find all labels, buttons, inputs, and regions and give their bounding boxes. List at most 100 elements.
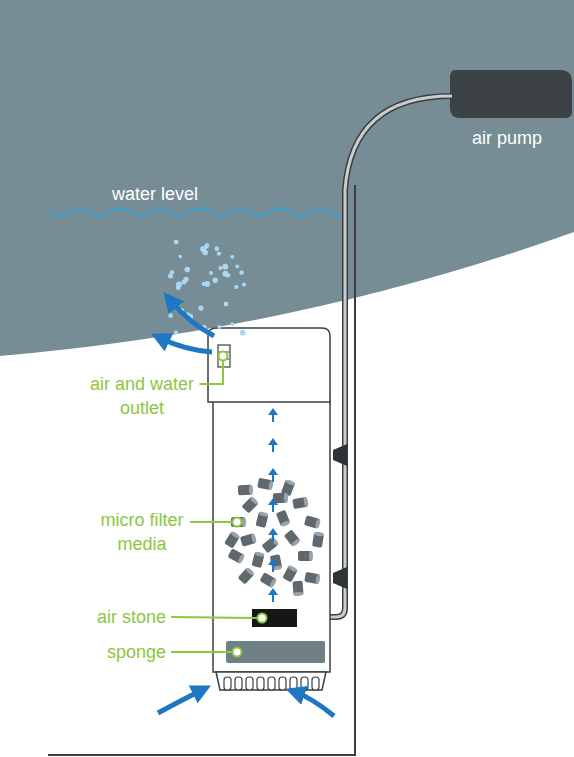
bubble xyxy=(239,270,244,275)
media-pellet xyxy=(240,533,257,547)
bubble xyxy=(217,252,221,256)
pellet-end xyxy=(280,520,291,527)
flow-arrow-head xyxy=(268,438,278,445)
pellet-body xyxy=(238,485,252,495)
pellet-body xyxy=(251,552,264,568)
pellet-body xyxy=(292,497,308,509)
callout-label: micro filter media xyxy=(99,508,185,556)
suction-cup xyxy=(333,567,347,589)
leader-lines xyxy=(171,352,267,657)
media-pellet xyxy=(304,515,321,529)
bubble xyxy=(234,285,238,289)
media-pellet xyxy=(292,497,309,509)
base-grill xyxy=(224,677,319,690)
bubble xyxy=(230,322,234,326)
bubble xyxy=(168,273,173,278)
bubble xyxy=(222,264,228,270)
bubble xyxy=(213,277,218,282)
pellet-body xyxy=(238,567,255,584)
pellet-body xyxy=(231,517,245,527)
grill-slot xyxy=(246,677,253,690)
bubble xyxy=(184,277,189,282)
media-pellet xyxy=(231,517,246,527)
leader-dot xyxy=(258,614,267,623)
pellet-body xyxy=(227,548,244,563)
pellet-end xyxy=(291,538,301,547)
flow-arrow-head xyxy=(268,468,278,475)
media-pellet xyxy=(282,565,298,583)
filter-media-pellets xyxy=(224,478,324,597)
bubble xyxy=(230,255,234,259)
pellet-body xyxy=(304,515,320,528)
grill-slot xyxy=(224,677,231,690)
pellet-body xyxy=(284,529,301,546)
pellet-body xyxy=(259,572,276,588)
bubble xyxy=(168,313,173,318)
flow-arrow-head xyxy=(268,588,278,595)
media-pellet xyxy=(251,551,264,568)
filter-cap xyxy=(208,328,330,402)
air-stone-block xyxy=(252,609,297,627)
pellet-end xyxy=(258,511,269,517)
media-pellet xyxy=(292,581,303,597)
pellet-end xyxy=(245,567,255,577)
pellet-end xyxy=(269,578,278,589)
pellet-end xyxy=(314,531,325,537)
caption-label: water level xyxy=(112,182,201,206)
media-pellet xyxy=(304,572,321,585)
media-pellet xyxy=(276,510,291,528)
pellet-body xyxy=(298,551,312,561)
pellet-body xyxy=(276,510,291,527)
media-pellet xyxy=(242,496,260,514)
tank-floor xyxy=(48,754,356,756)
flow-arrow-head xyxy=(268,498,278,505)
pellet-end xyxy=(237,553,245,564)
leader-dot xyxy=(219,352,228,361)
flow-arrows xyxy=(268,408,278,602)
media-pellet xyxy=(257,478,274,491)
bubble xyxy=(235,265,239,269)
bubble xyxy=(202,250,208,256)
bubble xyxy=(242,282,246,286)
filter-base xyxy=(216,672,326,690)
callout-label: air stone xyxy=(94,605,166,629)
bubble xyxy=(198,306,203,311)
media-pellet xyxy=(298,551,313,561)
flow-arrow-head xyxy=(268,528,278,535)
pellet-end xyxy=(270,536,279,546)
tank-wall xyxy=(354,185,356,756)
bubble xyxy=(202,282,206,286)
bubble xyxy=(218,266,222,270)
media-pellet xyxy=(227,548,245,564)
pellet-body xyxy=(282,565,297,582)
bubble xyxy=(215,246,220,251)
bubble xyxy=(217,325,221,329)
callout-label: air and water outlet xyxy=(89,372,196,420)
pellet-body xyxy=(261,537,278,554)
pellet-end xyxy=(284,493,288,503)
grill-slot xyxy=(290,677,297,690)
leader-line xyxy=(171,651,237,653)
leader-line xyxy=(171,617,262,618)
bubble xyxy=(185,267,190,272)
media-pellet xyxy=(284,529,301,547)
pellet-body xyxy=(312,532,324,547)
suction-cup xyxy=(333,444,347,466)
pellet-body xyxy=(304,572,320,584)
pellet-end xyxy=(287,565,298,573)
pellet-end xyxy=(293,592,303,597)
bubble xyxy=(176,286,181,291)
media-pellet xyxy=(238,485,253,496)
pellet-end xyxy=(249,496,259,506)
media-pellet xyxy=(259,572,277,588)
pellet-end xyxy=(230,531,241,540)
grill-slot xyxy=(257,677,264,690)
media-pellet xyxy=(238,567,255,585)
media-pellet xyxy=(312,531,324,547)
pellet-body xyxy=(240,533,256,546)
bubbles xyxy=(168,240,246,336)
bubble xyxy=(204,244,208,248)
pellet-body xyxy=(257,478,273,490)
